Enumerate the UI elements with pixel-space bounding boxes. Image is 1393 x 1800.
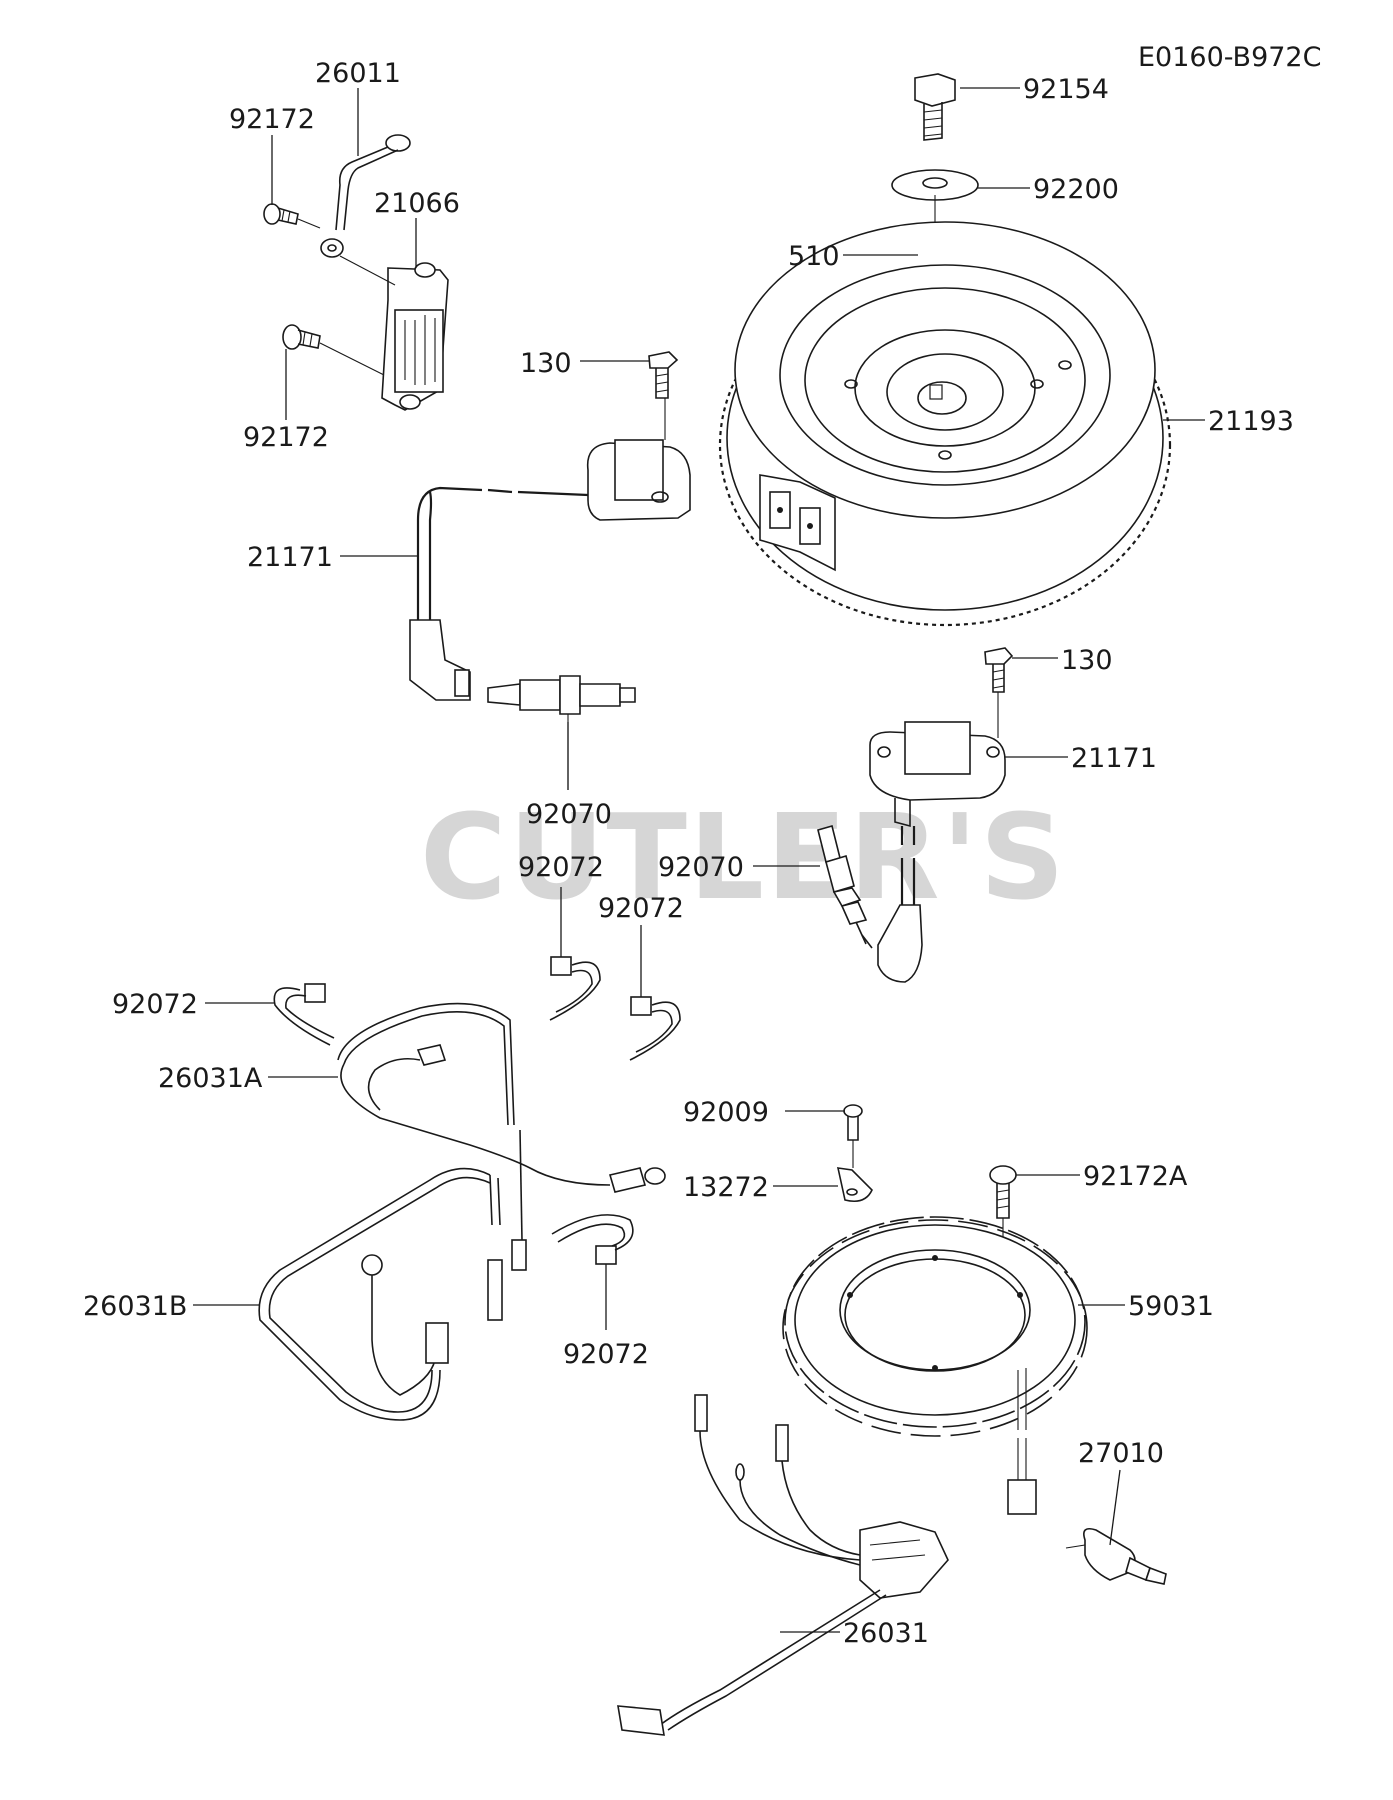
label-26011: 26011: [315, 58, 401, 89]
watermark: CUTLER'S: [420, 788, 1067, 926]
oil-pressure-switch-27010-drawing: [1065, 1527, 1167, 1585]
label-21171-lower: 21171: [1071, 743, 1157, 774]
screw-92172-lower-drawing: [282, 324, 391, 379]
harness-26031A-drawing: [337, 1002, 666, 1193]
label-92172-upper: 92172: [229, 104, 315, 135]
label-92009: 92009: [683, 1097, 769, 1128]
ground-lead-26011-drawing: [320, 134, 411, 258]
leader-lines: [193, 87, 1205, 1633]
spark-plug-upper-drawing: [487, 675, 636, 790]
harness-26031-drawing: [617, 1394, 949, 1736]
flywheel-21193-drawing: [718, 221, 1172, 627]
label-92070-lower: 92070: [658, 852, 744, 883]
regulator-21066-drawing: [339, 255, 449, 411]
label-130-upper: 130: [520, 348, 572, 379]
label-510: 510: [788, 241, 840, 272]
label-92172A: 92172A: [1083, 1161, 1188, 1192]
label-27010: 27010: [1078, 1438, 1164, 1469]
spark-plug-lower-drawing: [817, 825, 868, 945]
ignition-coil-upper-drawing: [586, 398, 691, 521]
ignition-coil-lower-drawing: [869, 721, 1006, 828]
bolt-92154-drawing: [914, 73, 956, 141]
label-26031B: 26031B: [83, 1291, 187, 1322]
label-26031: 26031: [843, 1618, 929, 1649]
label-92072-mid2: 92072: [598, 893, 684, 924]
clamp-92072-lower-drawing: [551, 1214, 634, 1265]
label-21171-upper: 21171: [247, 542, 333, 573]
label-130-lower: 130: [1061, 645, 1113, 676]
washer-92200-drawing: [891, 169, 979, 201]
label-92070-upper: 92070: [526, 799, 612, 830]
label-13272: 13272: [683, 1172, 769, 1203]
label-21066: 21066: [374, 188, 460, 219]
screw-92172-upper-drawing: [263, 203, 321, 229]
label-92172-lower: 92172: [243, 422, 329, 453]
plate-13272-drawing: [836, 1167, 873, 1203]
diagram-code: E0160-B972C: [1138, 42, 1321, 73]
label-59031: 59031: [1128, 1291, 1214, 1322]
bolt-130-upper-drawing: [648, 351, 679, 399]
clamp-92072-mid2-drawing: [629, 996, 681, 1061]
stator-59031-drawing: [782, 1216, 1088, 1515]
label-21193: 21193: [1208, 406, 1294, 437]
clamp-92072-mid1-drawing: [549, 956, 601, 1021]
bolt-130-lower-drawing: [984, 647, 1014, 738]
harness-26031B-drawing: [258, 1129, 527, 1421]
screw-92009-drawing: [843, 1104, 863, 1168]
label-92072-mid1: 92072: [518, 852, 604, 883]
label-92072-lower: 92072: [563, 1339, 649, 1370]
clamp-92072-left-drawing: [273, 983, 335, 1046]
ht-lead-upper-drawing: [409, 486, 589, 701]
label-92072-left: 92072: [112, 989, 198, 1020]
label-26031A: 26031A: [158, 1063, 263, 1094]
label-92154: 92154: [1023, 74, 1109, 105]
ht-lead-lower-drawing: [861, 826, 923, 983]
label-92200: 92200: [1033, 174, 1119, 205]
